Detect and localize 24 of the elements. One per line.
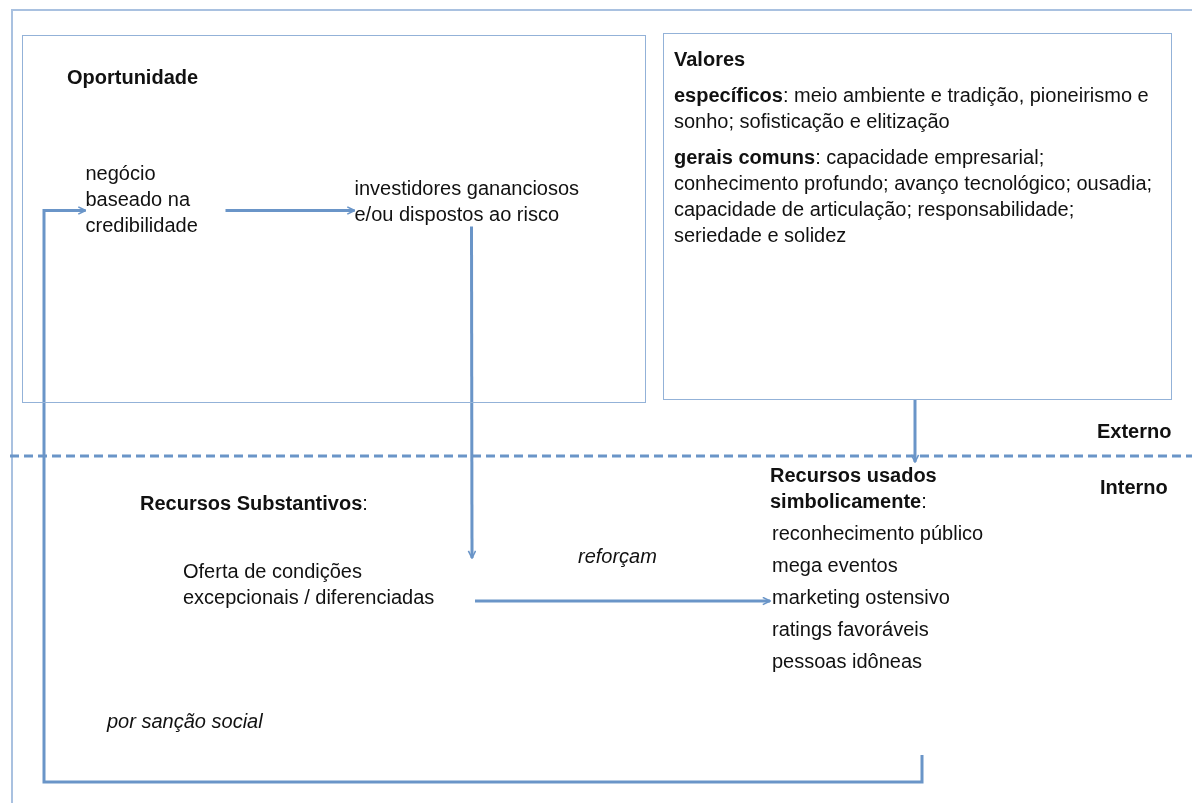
arrow	[225, 206, 356, 215]
list-item: marketing ostensivo	[771, 585, 950, 610]
arrow	[475, 596, 771, 606]
node-text: investidores gananciosos e/ou dispostos ao risco	[354, 174, 580, 227]
outlined-panel	[22, 35, 646, 403]
list-item: pessoas idôneas	[771, 649, 923, 674]
heading: Recursos usados simbolicamente:	[770, 463, 938, 514]
body-text: específicos: meio ambiente e tradição, pioneirismo e sonho; sofisticação e elitização	[674, 83, 1150, 134]
list-item: mega eventos	[771, 553, 898, 578]
heading: Oportunidade	[67, 65, 199, 90]
text-label: Recursos Substantivos:	[140, 492, 368, 515]
edge-label: por sanção social	[104, 710, 266, 733]
list-item: reconhecimento público	[771, 521, 984, 546]
node-text: Oferta de condições excepcionais / diferenciadas	[183, 558, 475, 610]
text-label: Externo	[1097, 420, 1172, 443]
outlined-panel	[663, 33, 1172, 400]
node-text: negócio baseado na credibilidade	[85, 159, 226, 238]
text-label: Interno	[1100, 476, 1168, 499]
arrow	[42, 206, 924, 784]
arrow	[910, 400, 920, 463]
body-text: gerais comuns: capacidade empresarial; conhecimento profundo; avanço tecnológico; ousadia; capacidade de articulação; responsabilidade; seriedade e solidez	[674, 145, 1154, 248]
list-item: ratings favoráveis	[771, 617, 929, 642]
arrow	[467, 226, 477, 559]
heading: Valores	[674, 47, 746, 72]
